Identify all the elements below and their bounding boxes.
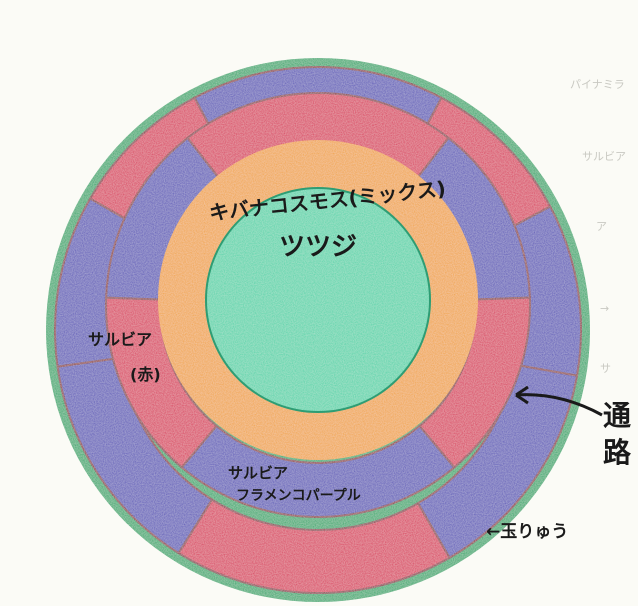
salvia-purple-label-line1: サルビア <box>228 464 288 482</box>
faint-note-4: → <box>600 302 609 315</box>
path-label-line1: 通 <box>603 399 631 432</box>
center-label: ツツジ <box>279 232 357 262</box>
salvia-red-label-line1: サルビア <box>88 330 152 349</box>
path-label-line2: 路 <box>603 436 632 469</box>
border-label: ←玉りゅう <box>486 522 568 542</box>
faint-note-1: パイナミラ <box>570 78 625 91</box>
salvia-purple-label-line2: フラメンコパープル <box>236 488 361 504</box>
faint-note-5: サ <box>600 362 611 375</box>
faint-note-3: ア <box>596 220 607 233</box>
salvia-red-label-line2: (赤) <box>130 365 161 384</box>
faint-note-2: サルビア <box>582 150 626 163</box>
